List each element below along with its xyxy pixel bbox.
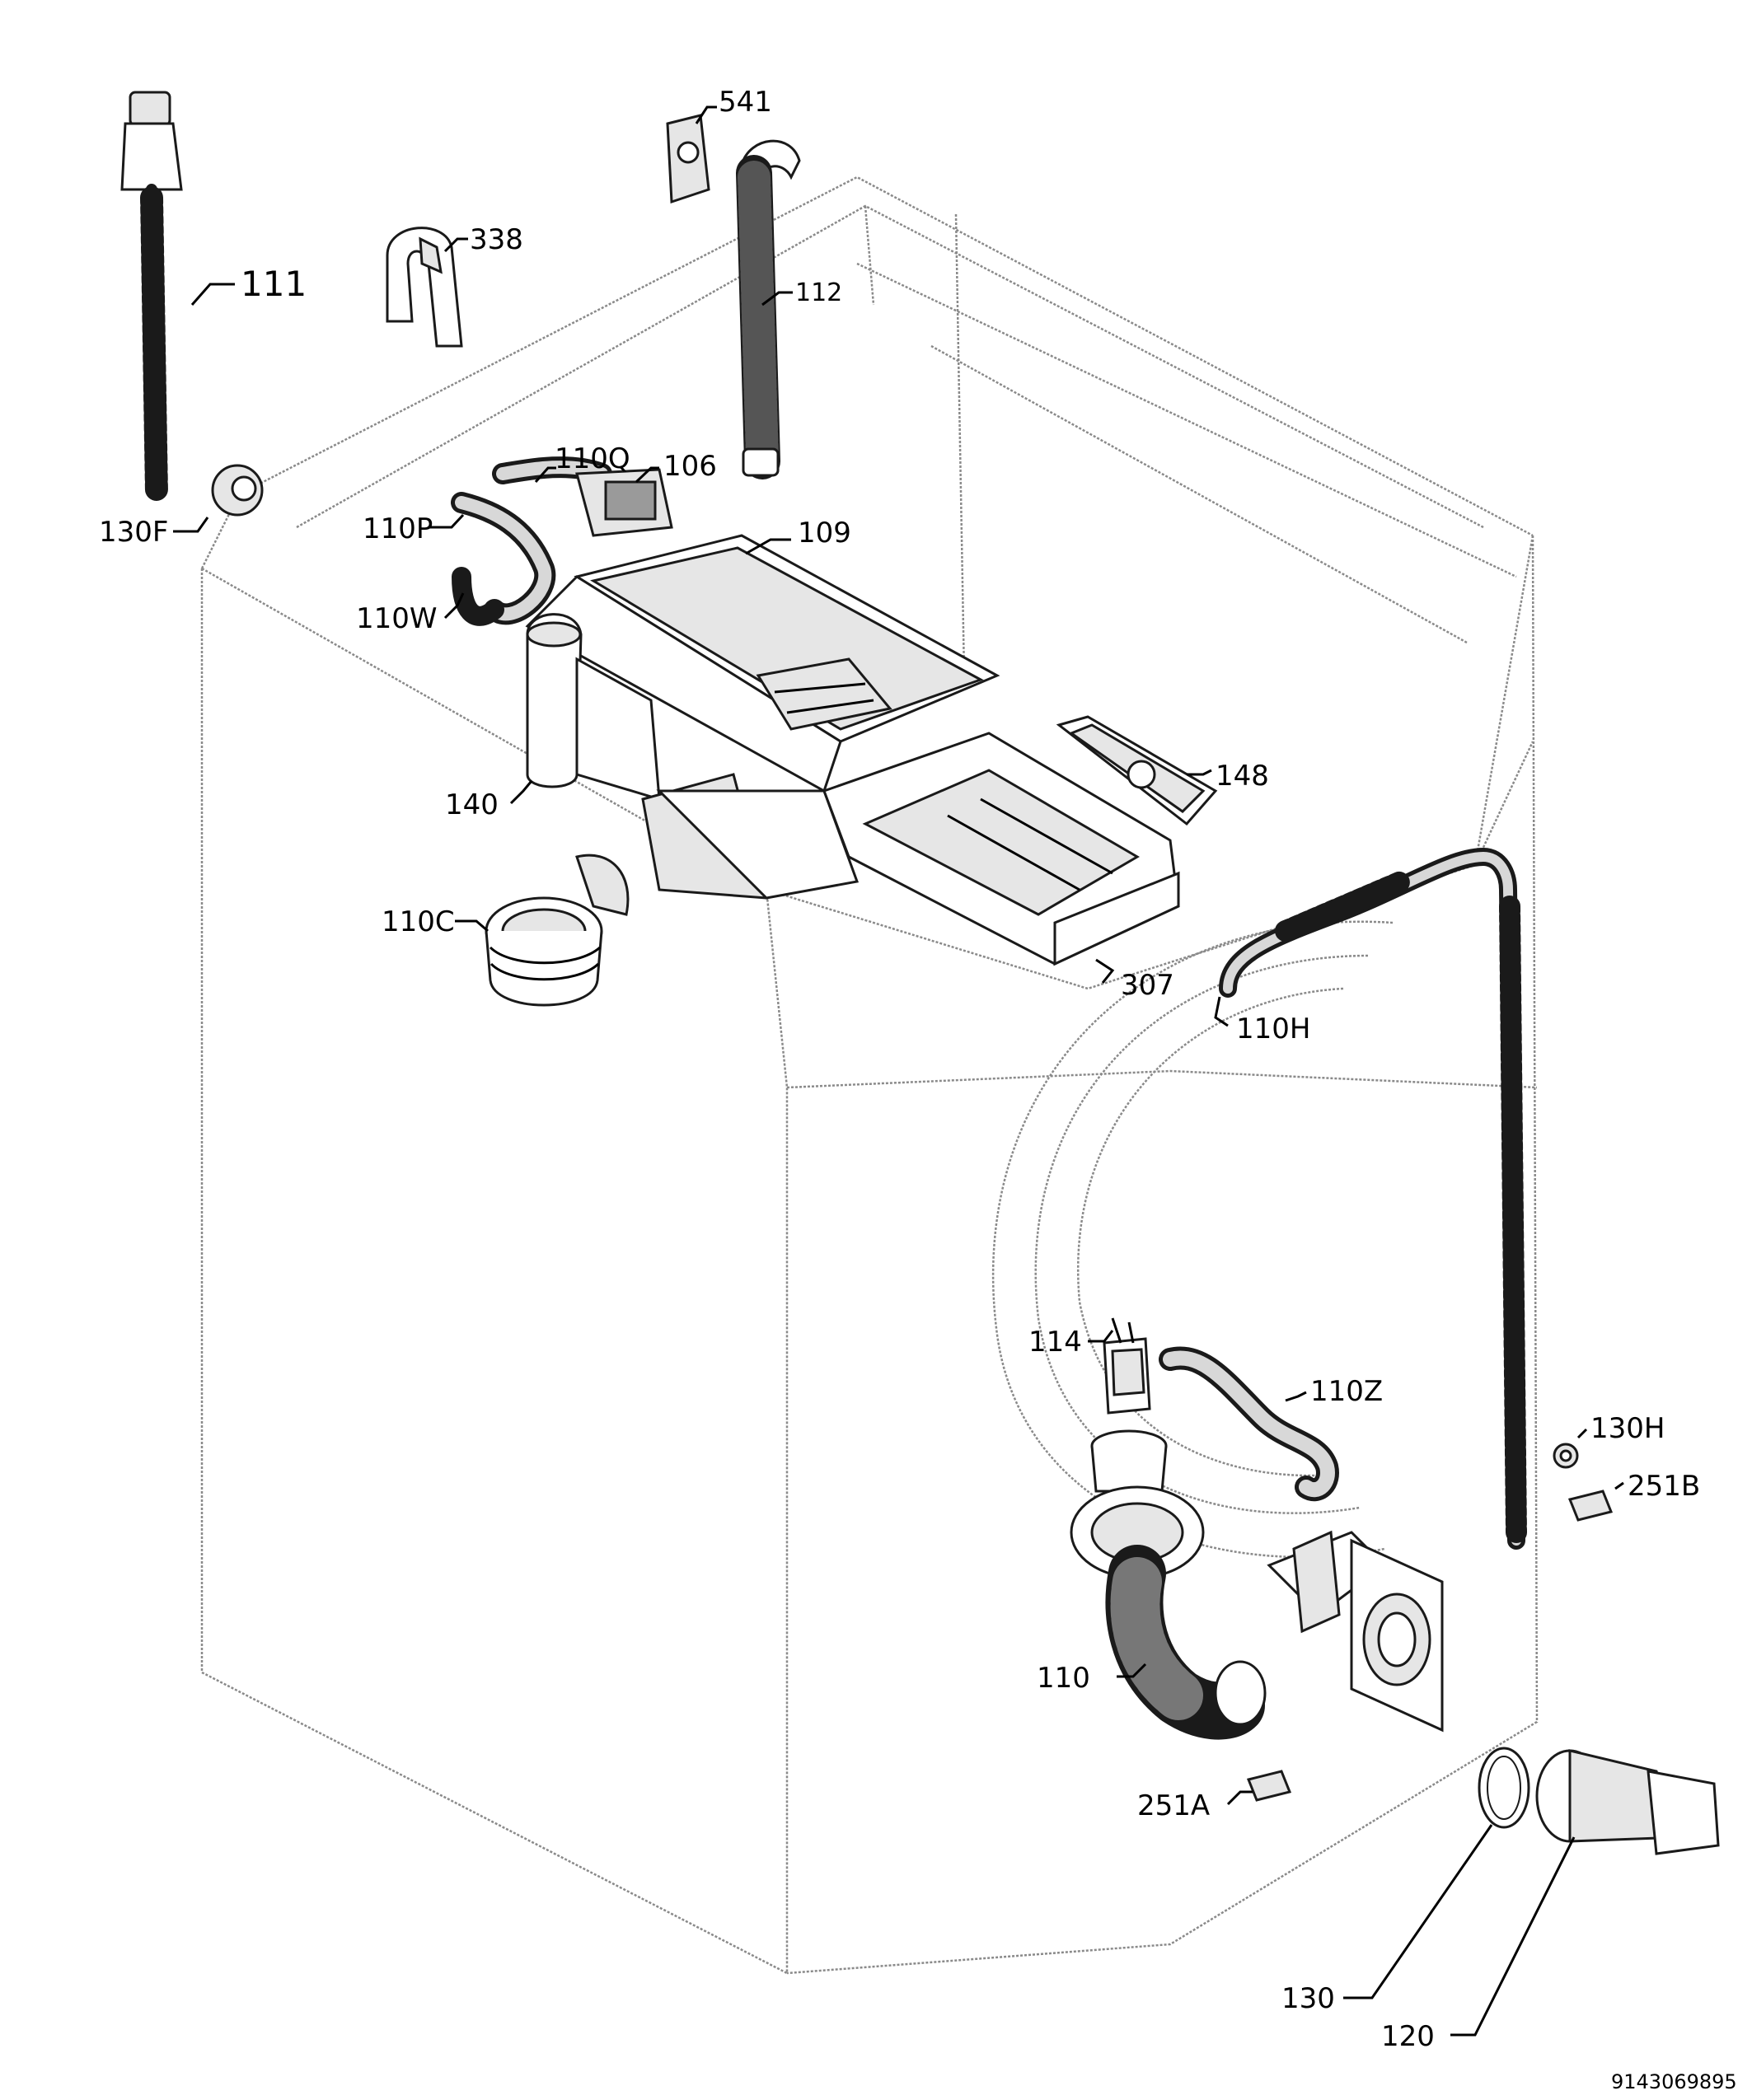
pump-filter-120-part: [1535, 1749, 1720, 1855]
callout-130h: 130H: [1590, 1412, 1665, 1445]
callout-251b: 251B: [1628, 1470, 1700, 1503]
callout-130f: 130F: [99, 516, 168, 549]
cover-148-part: [1056, 715, 1218, 826]
callout-148: 148: [1216, 760, 1269, 793]
o-ring-130-part: [1478, 1747, 1530, 1829]
callout-110: 110: [1037, 1662, 1090, 1695]
callout-110p: 110P: [363, 512, 433, 545]
callout-110h: 110H: [1236, 1013, 1310, 1045]
callout-541: 541: [719, 86, 772, 119]
cabinet-outline: [200, 175, 1539, 1976]
callout-106: 106: [663, 450, 717, 483]
sensor-114-part: [1103, 1317, 1151, 1415]
dispenser-housing-109-part: [525, 534, 1000, 793]
callout-114: 114: [1028, 1326, 1082, 1359]
nut-130h-part: [1553, 1443, 1579, 1469]
valve-140-part: [526, 613, 860, 900]
diagram-reference-number: 9143069895: [1611, 2070, 1737, 2093]
callout-110c: 110C: [382, 905, 455, 938]
leader-lines: [173, 105, 1624, 2037]
callout-307: 307: [1121, 969, 1174, 1002]
callout-110w: 110W: [356, 602, 438, 635]
callout-120: 120: [1381, 2020, 1435, 2053]
drain-bellows-110-part: [1070, 1429, 1267, 1740]
callout-109: 109: [798, 517, 851, 550]
inlet-hose-part: [120, 91, 183, 504]
callout-140: 140: [445, 788, 499, 821]
clip-541-part: [666, 114, 710, 204]
hose-110z-part: [1159, 1346, 1339, 1502]
drain-pump-part: [1267, 1530, 1444, 1733]
callout-110z: 110Z: [1310, 1375, 1383, 1408]
hose-110h-part: [1219, 847, 1527, 1550]
bellows-110c-part: [485, 854, 630, 1007]
clip-251b-part: [1567, 1490, 1614, 1522]
callout-labels: 111 338 541 112 130F 110Q 106 110P 109 1…: [99, 86, 1737, 2093]
callout-338: 338: [470, 223, 523, 256]
callout-112: 112: [795, 278, 842, 307]
detergent-drawer-307-part: [822, 732, 1180, 966]
bracket-338-part: [386, 227, 463, 348]
callout-251a: 251A: [1137, 1789, 1210, 1822]
callout-111: 111: [241, 264, 307, 304]
callout-110q: 110Q: [555, 442, 630, 475]
callout-130: 130: [1281, 1982, 1335, 2015]
drain-hose-112-part: [736, 139, 801, 479]
clip-251a-part: [1246, 1770, 1292, 1802]
nut-130f-part: [211, 464, 264, 517]
